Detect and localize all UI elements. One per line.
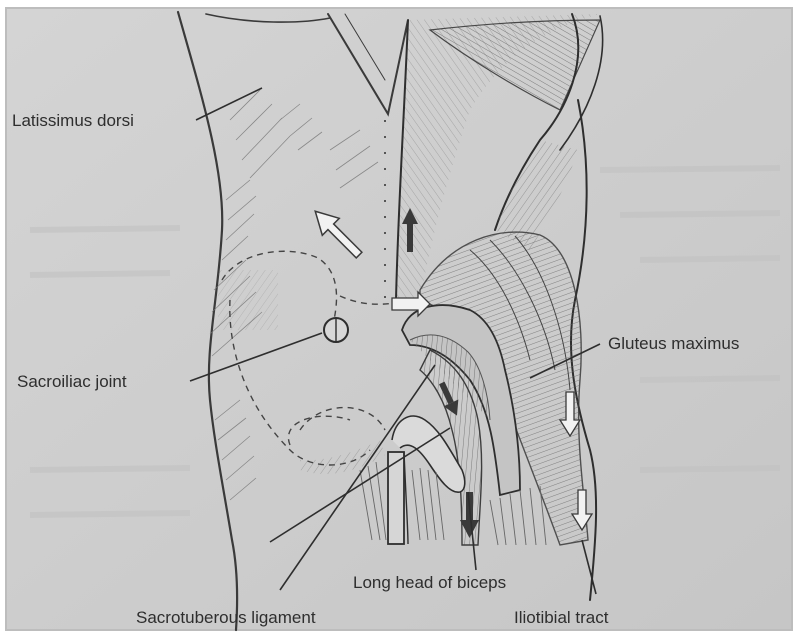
label-sacroiliac-joint: Sacroiliac joint [17,372,127,391]
label-long-head-of-biceps: Long head of biceps [353,573,506,592]
label-latissimus-dorsi: Latissimus dorsi [12,111,134,130]
label-sacrotuberous-ligament: Sacrotuberous ligament [136,608,316,627]
left-flank-shading [218,270,278,330]
label-iliotibial-tract: Iliotibial tract [514,608,609,627]
label-gluteus-maximus: Gluteus maximus [608,334,739,353]
